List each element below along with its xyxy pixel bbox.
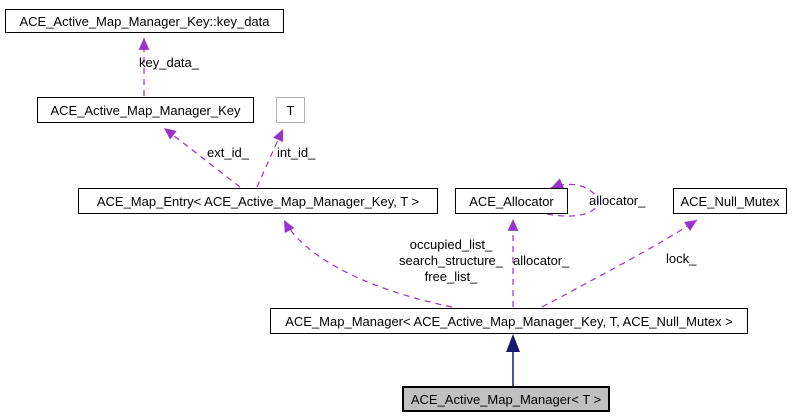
node-ace-map-manager[interactable]: ACE_Map_Manager< ACE_Active_Map_Manager_… — [270, 308, 748, 334]
edge-label-int-id: int_id_ — [277, 145, 316, 160]
node-ace-null-mutex[interactable]: ACE_Null_Mutex — [673, 188, 787, 214]
edge-label-key-data: key_data_ — [139, 55, 199, 70]
edge-member-lists — [283, 219, 453, 308]
node-ace-map-entry[interactable]: ACE_Map_Entry< ACE_Active_Map_Manager_Ke… — [78, 188, 438, 214]
node-ace-active-map-manager-key-key-data[interactable]: ACE_Active_Map_Manager_Key::key_data — [5, 9, 284, 33]
node-ace-allocator[interactable]: ACE_Allocator — [455, 188, 568, 214]
edge-label-member-lists: occupied_list_ search_structure_ free_li… — [391, 237, 511, 285]
inheritance-arrowhead — [506, 334, 520, 352]
edge-label-occupied-list: occupied_list_ — [409, 237, 493, 252]
node-ace-active-map-manager: ACE_Active_Map_Manager< T > — [402, 386, 610, 412]
edge-label-allocator-self: allocator_ — [589, 193, 646, 208]
edge-label-lock: lock_ — [666, 251, 697, 266]
edge-label-ext-id: ext_id_ — [207, 145, 249, 160]
edge-allocator-self-loop — [546, 178, 599, 217]
edge-ext-id — [163, 127, 241, 188]
edge-label-allocator: allocator_ — [513, 253, 570, 268]
edge-lock — [541, 219, 698, 308]
edge-label-search-structure: search_structure_ — [398, 253, 504, 268]
node-ace-active-map-manager-key[interactable]: ACE_Active_Map_Manager_Key — [37, 97, 254, 123]
node-template-param-t: T — [276, 97, 305, 123]
edge-label-free-list: free_list_ — [424, 269, 478, 284]
